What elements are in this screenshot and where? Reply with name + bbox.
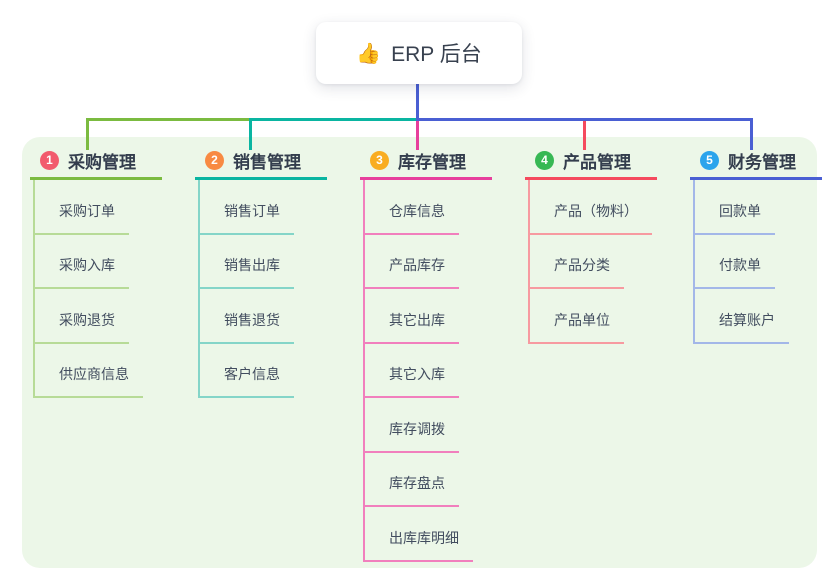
child-node[interactable]: 产品分类 — [530, 235, 624, 289]
branch-number-badge: 2 — [205, 151, 224, 170]
branch-number-badge: 3 — [370, 151, 389, 170]
branches-panel — [22, 137, 817, 568]
branch-header-4[interactable]: 4 产品管理 — [525, 150, 657, 180]
branch-node-1: 1 采购管理采购订单采购入库采购退货供应商信息 — [30, 150, 162, 398]
branch-node-2: 2 销售管理销售订单销售出库销售退货客户信息 — [195, 150, 327, 398]
branch-title: 产品管理 — [563, 153, 631, 172]
connector-drop-3 — [416, 118, 419, 150]
child-node[interactable]: 产品（物料） — [530, 180, 652, 235]
connector-drop-1 — [86, 118, 89, 150]
child-node[interactable]: 销售出库 — [200, 235, 294, 289]
child-node[interactable]: 结算账户 — [695, 289, 789, 344]
connector-bus-1 — [86, 118, 250, 121]
child-node[interactable]: 出库库明细 — [365, 507, 473, 562]
connector-root-stem — [416, 84, 419, 119]
root-node[interactable]: 👍 ERP 后台 — [316, 22, 522, 84]
branch-node-5: 5 财务管理回款单付款单结算账户 — [690, 150, 822, 344]
connector-drop-4 — [583, 118, 586, 150]
connector-drop-2 — [249, 118, 252, 150]
branch-title: 库存管理 — [398, 153, 466, 172]
child-node[interactable]: 采购入库 — [35, 235, 129, 289]
child-node[interactable]: 其它出库 — [365, 289, 459, 344]
connector-bus-2 — [249, 118, 417, 121]
branch-header-1[interactable]: 1 采购管理 — [30, 150, 162, 180]
child-node[interactable]: 库存调拨 — [365, 398, 459, 453]
child-node[interactable]: 采购订单 — [35, 180, 129, 235]
root-node-label: ERP 后台 — [391, 43, 482, 66]
branch-node-3: 3 库存管理仓库信息产品库存其它出库其它入库库存调拨库存盘点出库库明细 — [360, 150, 492, 562]
child-node[interactable]: 供应商信息 — [35, 344, 143, 398]
branch-title: 财务管理 — [728, 153, 796, 172]
branch-children: 产品（物料）产品分类产品单位 — [528, 180, 652, 344]
branch-header-3[interactable]: 3 库存管理 — [360, 150, 492, 180]
child-node[interactable]: 销售订单 — [200, 180, 294, 235]
branch-node-4: 4 产品管理产品（物料）产品分类产品单位 — [525, 150, 657, 344]
child-node[interactable]: 产品单位 — [530, 289, 624, 344]
connector-bus-3 — [416, 118, 753, 121]
child-node[interactable]: 付款单 — [695, 235, 775, 289]
branch-number-badge: 4 — [535, 151, 554, 170]
branch-number-badge: 1 — [40, 151, 59, 170]
branch-title: 采购管理 — [68, 153, 136, 172]
child-node[interactable]: 客户信息 — [200, 344, 294, 398]
branch-children: 回款单付款单结算账户 — [693, 180, 789, 344]
child-node[interactable]: 采购退货 — [35, 289, 129, 344]
child-node[interactable]: 仓库信息 — [365, 180, 459, 235]
child-node[interactable]: 其它入库 — [365, 344, 459, 398]
thumbs-up-icon: 👍 — [356, 42, 382, 65]
child-node[interactable]: 产品库存 — [365, 235, 459, 289]
child-node[interactable]: 库存盘点 — [365, 453, 459, 507]
branch-children: 销售订单销售出库销售退货客户信息 — [198, 180, 294, 398]
branch-number-badge: 5 — [700, 151, 719, 170]
child-node[interactable]: 回款单 — [695, 180, 775, 235]
branch-children: 采购订单采购入库采购退货供应商信息 — [33, 180, 143, 398]
branch-children: 仓库信息产品库存其它出库其它入库库存调拨库存盘点出库库明细 — [363, 180, 473, 562]
child-node[interactable]: 销售退货 — [200, 289, 294, 344]
branch-title: 销售管理 — [233, 153, 301, 172]
branch-header-2[interactable]: 2 销售管理 — [195, 150, 327, 180]
connector-drop-5 — [750, 118, 753, 150]
branch-header-5[interactable]: 5 财务管理 — [690, 150, 822, 180]
